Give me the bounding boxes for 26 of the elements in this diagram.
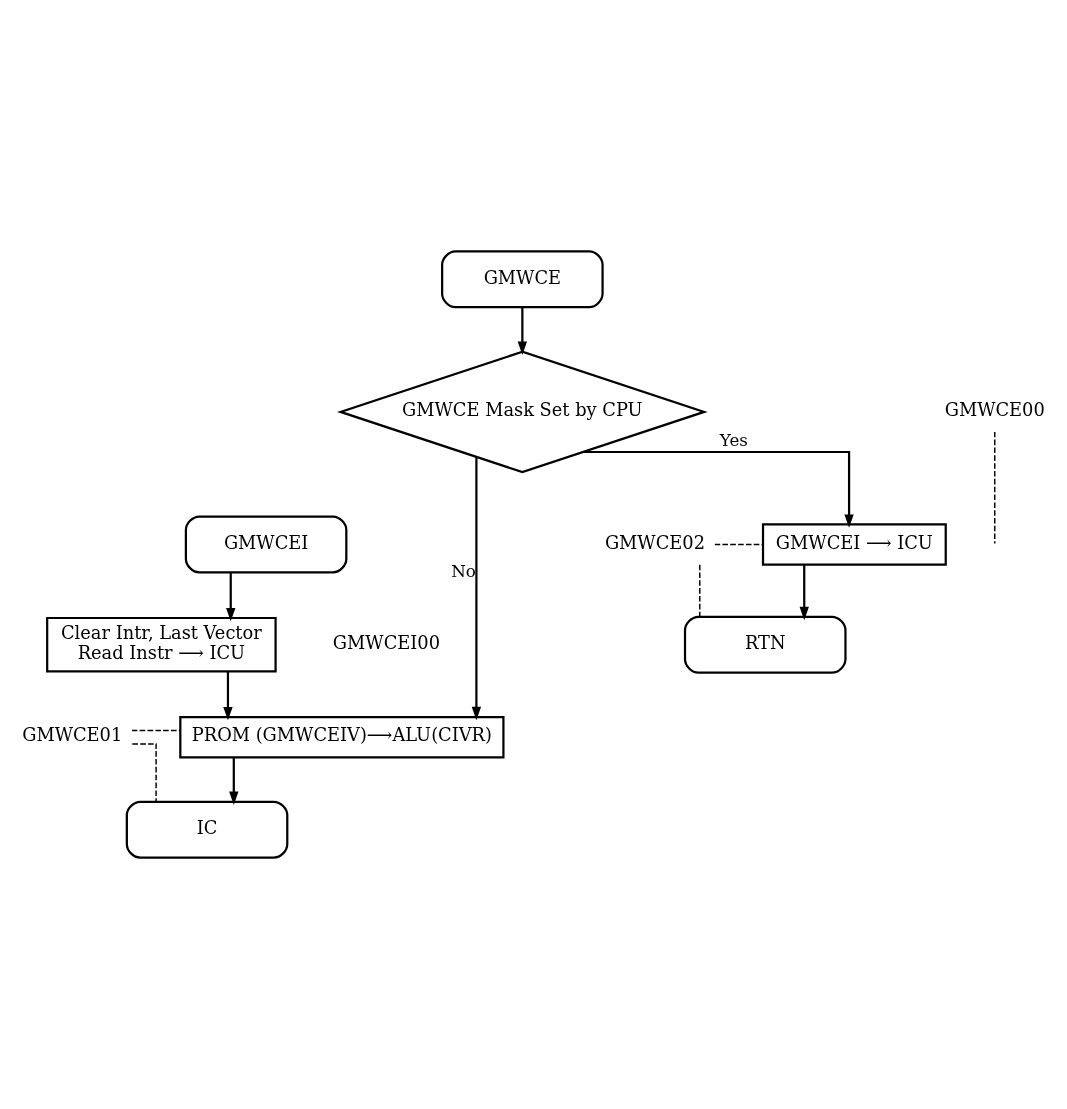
node-box: GMWCEI ⟶ ICU [761,523,947,566]
edge-label: Yes [719,430,748,451]
node-box: GMWCEI [184,515,348,574]
arrow [229,757,239,805]
node-box: GMWCE [441,250,604,309]
arrow [517,307,528,355]
node-diamond: GMWCE Mask Set by CPU [337,350,708,474]
arrow [583,450,854,528]
node-box: IC [125,800,289,859]
node-box: RTN [683,615,847,674]
node-box: PROM (GMWCEIV)⟶ALU(CIVR) [179,716,505,759]
node-box: Clear Intr, Last Vector Read Instr ⟶ ICU [46,616,277,673]
arrow [799,564,809,621]
arrow [471,457,482,721]
node-label: GMWCEI00 [332,631,440,653]
arrow [226,572,236,622]
node-text: GMWCE01 [22,724,123,746]
connector [994,431,996,545]
edge-label: No [451,560,476,581]
connector [131,743,157,803]
connector [699,564,701,618]
connector [131,729,181,732]
arrow [223,671,233,721]
node-text: GMWCE00 [944,399,1045,421]
connector [714,543,764,546]
node-text: GMWCE02 [604,531,705,553]
